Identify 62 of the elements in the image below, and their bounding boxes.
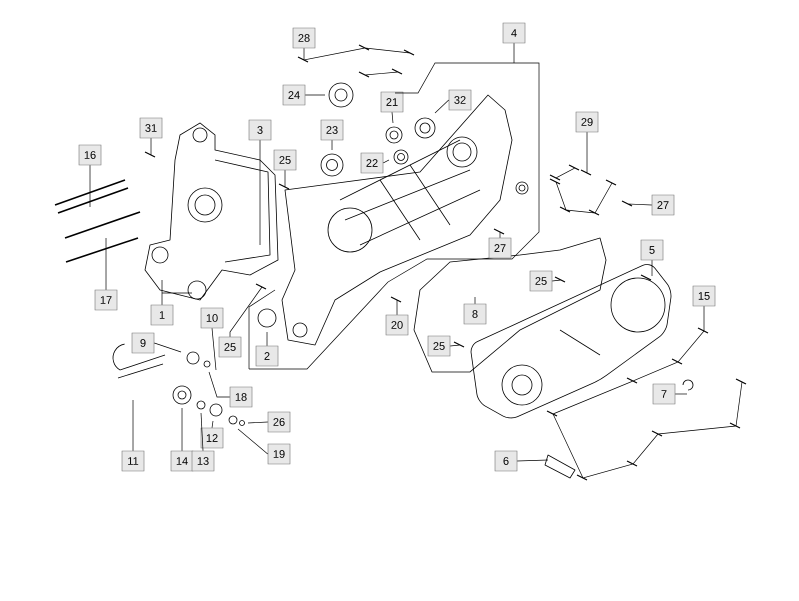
callout-number: 9 xyxy=(132,332,154,354)
callout-number: 5 xyxy=(640,240,664,260)
callout-number: 8 xyxy=(464,304,486,324)
leader-line xyxy=(266,332,268,346)
leader-line xyxy=(248,42,540,370)
callout-number: 18 xyxy=(230,386,252,408)
leader-line xyxy=(392,112,394,124)
callout-number: 25 xyxy=(428,336,450,356)
leader-line xyxy=(162,280,192,306)
leader-line xyxy=(556,132,612,214)
callout-number: 22 xyxy=(360,152,384,174)
callout-number: 14 xyxy=(170,450,194,472)
leader-line xyxy=(474,296,476,304)
callout-number: 11 xyxy=(122,450,144,472)
callout-number: 7 xyxy=(652,384,676,404)
callout-number: 4 xyxy=(502,22,526,44)
leader-line xyxy=(434,100,450,114)
leader-line xyxy=(284,170,286,188)
leader-line xyxy=(200,412,204,452)
callout-number: 19 xyxy=(268,444,290,464)
leader-line xyxy=(238,428,268,454)
callout-number: 17 xyxy=(94,290,118,310)
leader-line xyxy=(552,306,742,478)
leader-line xyxy=(450,344,460,346)
leader-line xyxy=(212,328,216,370)
callout-number: 6 xyxy=(494,450,518,472)
callout-number: 29 xyxy=(576,112,598,132)
callout-number: 24 xyxy=(282,84,306,106)
callout-number: 31 xyxy=(140,118,162,138)
leader-line xyxy=(230,286,262,338)
callout-number: 28 xyxy=(292,28,316,48)
callout-number: 12 xyxy=(200,428,224,448)
leader-line xyxy=(154,342,182,352)
leader-line xyxy=(628,204,652,206)
callout-number: 13 xyxy=(192,450,214,472)
leader-line xyxy=(248,422,268,424)
callout-number: 1 xyxy=(150,304,174,326)
callout-number: 20 xyxy=(386,314,408,336)
callout-number: 32 xyxy=(448,90,472,110)
leader-line xyxy=(552,280,562,282)
leader-line xyxy=(396,300,398,316)
callout-number: 25 xyxy=(274,150,296,170)
callout-number: 27 xyxy=(488,238,512,258)
callout-number: 2 xyxy=(256,346,278,366)
callout-number: 27 xyxy=(652,194,674,216)
leader-line xyxy=(212,420,214,428)
leader-line xyxy=(516,460,548,462)
callout-number: 16 xyxy=(78,144,102,166)
leader-line xyxy=(150,138,152,156)
callout-number: 10 xyxy=(200,308,224,328)
callout-number: 25 xyxy=(530,270,552,292)
callout-number: 21 xyxy=(380,92,404,112)
leader-line xyxy=(382,160,390,164)
callout-number: 23 xyxy=(320,120,344,140)
callout-number: 15 xyxy=(692,286,716,306)
leader-line xyxy=(208,372,230,398)
callout-number: 3 xyxy=(248,120,272,140)
callout-number: 26 xyxy=(268,412,290,432)
leader-line xyxy=(132,400,134,452)
callout-number: 25 xyxy=(218,336,242,358)
leader-line xyxy=(304,48,410,76)
leader-line xyxy=(304,94,326,96)
